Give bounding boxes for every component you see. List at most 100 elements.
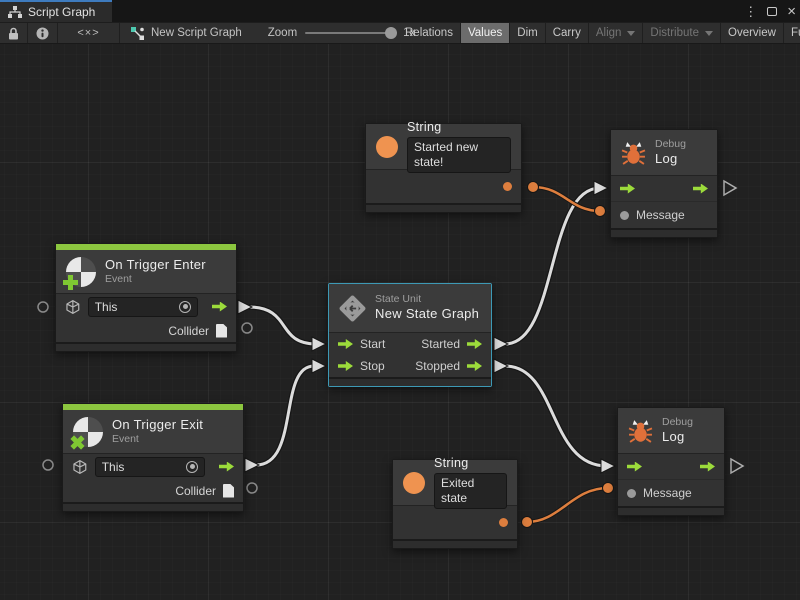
stop-input-port[interactable]	[338, 361, 353, 371]
wire-stopped-to-debug[interactable]	[493, 358, 617, 474]
node-kind: Debug	[655, 137, 686, 150]
port-hint-circle[interactable]	[37, 301, 49, 313]
menu-kebab-icon[interactable]: ⋮	[744, 3, 758, 19]
string-output-port[interactable]	[503, 182, 512, 191]
align-dropdown[interactable]: Align	[589, 23, 644, 43]
message-input-port[interactable]	[620, 210, 629, 220]
state-unit-icon	[339, 295, 366, 321]
node-kind: Debug	[662, 415, 693, 428]
port-label: Collider	[168, 323, 209, 338]
chevron-down-icon	[705, 30, 713, 36]
node-state-unit[interactable]: State Unit New State Graph Start Started…	[328, 283, 492, 387]
node-title: On Trigger Enter	[105, 256, 206, 272]
node-on-trigger-exit[interactable]: On Trigger Exit Event This Collider	[62, 403, 244, 512]
port-hint-circle[interactable]	[246, 482, 258, 494]
graph-breadcrumb[interactable]: New Script Graph	[120, 23, 252, 43]
inspect-button[interactable]	[28, 23, 58, 43]
target-self-field[interactable]: This	[87, 296, 198, 317]
string-literal-icon	[403, 471, 425, 494]
node-footer	[366, 203, 521, 212]
cube-icon	[66, 299, 80, 314]
wire-started-to-debug[interactable]	[493, 180, 610, 352]
port-hint-triangle[interactable]	[730, 457, 745, 475]
port-hint-triangle[interactable]	[723, 179, 738, 197]
flow-output-port[interactable]	[219, 461, 234, 472]
target-self-field[interactable]: This	[94, 456, 205, 477]
target-picker-icon[interactable]	[179, 300, 191, 313]
stopped-output-port[interactable]	[467, 361, 482, 371]
node-kind: State Unit	[375, 293, 422, 306]
flow-output-port[interactable]	[212, 301, 227, 312]
close-icon[interactable]: ×	[787, 2, 796, 20]
graph-name: New Script Graph	[151, 27, 242, 39]
code-view-button[interactable]: <×>	[58, 23, 120, 43]
cube-icon	[73, 459, 87, 474]
port-hint-circle[interactable]	[241, 322, 253, 334]
fullscreen-button[interactable]: Full Screen	[784, 23, 800, 43]
wire-layer	[37, 179, 745, 528]
dim-button[interactable]: Dim	[510, 23, 546, 43]
wire-string-to-message-bottom[interactable]	[521, 482, 614, 528]
distribute-dropdown[interactable]: Distribute	[643, 23, 721, 43]
flow-output-port[interactable]	[693, 183, 708, 194]
tab-label: Script Graph	[28, 5, 96, 19]
node-title: On Trigger Exit	[112, 416, 204, 432]
node-debug-log-top[interactable]: Debug Log Message	[610, 129, 718, 238]
bug-icon	[628, 420, 653, 443]
string-value-input[interactable]: Exited state	[434, 473, 507, 510]
node-string-top[interactable]: String Started new state!	[365, 120, 522, 213]
wire-exit-to-stop[interactable]	[244, 358, 328, 473]
event-accent-strip	[56, 244, 236, 250]
node-on-trigger-enter[interactable]: On Trigger Enter Event This Collider	[55, 243, 237, 352]
values-button[interactable]: Values	[460, 23, 511, 43]
wire-string-to-message-top[interactable]	[527, 181, 606, 217]
node-string-bottom[interactable]: String Exited state	[392, 456, 518, 549]
info-icon	[36, 27, 49, 39]
node-footer	[63, 502, 243, 511]
plus-icon	[63, 274, 78, 290]
node-title: New State Graph	[375, 306, 480, 322]
zoom-slider-handle[interactable]	[385, 27, 398, 39]
flow-input-port[interactable]	[627, 461, 642, 472]
node-footer	[618, 506, 724, 515]
port-label: Message	[643, 486, 692, 500]
relations-button[interactable]: Relations	[398, 23, 461, 43]
code-icon: <×>	[77, 27, 100, 39]
node-footer	[56, 342, 236, 351]
port-label: Collider	[175, 483, 216, 498]
node-footer	[329, 377, 491, 386]
node-debug-log-bottom[interactable]: Debug Log Message	[617, 407, 725, 516]
flow-input-port[interactable]	[620, 183, 635, 194]
graph-icon	[131, 26, 144, 40]
event-accent-strip	[63, 404, 243, 410]
start-input-port[interactable]	[338, 339, 353, 349]
message-input-port[interactable]	[627, 488, 636, 498]
lock-button[interactable]	[0, 23, 28, 43]
node-subtitle: Event	[105, 273, 132, 286]
carry-button[interactable]: Carry	[546, 23, 589, 43]
overview-button[interactable]: Overview	[721, 23, 784, 43]
graph-canvas[interactable]: String Started new state! Debug Log	[0, 44, 800, 600]
port-label: Started	[421, 337, 460, 351]
flow-output-port[interactable]	[700, 461, 715, 472]
string-output-port[interactable]	[499, 518, 508, 527]
port-label: Message	[636, 208, 685, 222]
maximize-icon[interactable]	[767, 6, 778, 16]
window-tab-bar: Script Graph ⋮ ×	[0, 0, 800, 22]
target-picker-icon[interactable]	[186, 460, 198, 473]
started-output-port[interactable]	[467, 339, 482, 349]
collider-type-icon[interactable]	[216, 323, 227, 338]
node-footer	[611, 228, 717, 237]
node-title: Log	[655, 150, 678, 166]
wire-enter-to-start[interactable]	[237, 299, 328, 352]
string-value-input[interactable]: Started new state!	[407, 137, 511, 174]
collider-type-icon[interactable]	[223, 483, 234, 498]
string-literal-icon	[376, 135, 398, 158]
on-trigger-enter-icon	[63, 256, 96, 290]
tab-script-graph[interactable]: Script Graph	[0, 0, 112, 22]
port-hint-circle[interactable]	[42, 459, 54, 471]
node-title: Log	[662, 428, 685, 444]
zoom-value: 1x	[403, 27, 416, 39]
bug-icon	[621, 142, 646, 165]
zoom-slider[interactable]	[305, 27, 398, 39]
